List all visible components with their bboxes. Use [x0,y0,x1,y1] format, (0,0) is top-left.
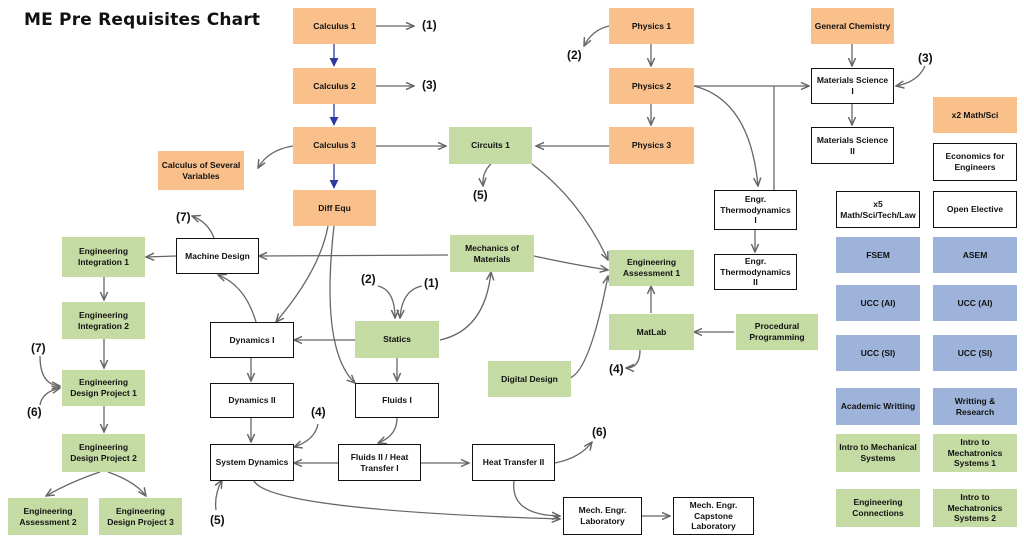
course-intro-mechatronics-systems-2[interactable]: Intro to Mechatronics Systems 2 [933,489,1017,527]
course-fsem[interactable]: FSEM [836,237,920,273]
note-statics-a: (2) [361,272,376,286]
course-asem[interactable]: ASEM [933,237,1017,273]
course-materials-science-2[interactable]: Materials Science II [811,127,894,164]
arrow-note1-statics [400,285,423,318]
course-physics-2[interactable]: Physics 2 [609,68,694,104]
arrow-mom-assess [533,255,608,270]
course-engineering-integration-2[interactable]: Engineering Integration 2 [62,302,145,339]
course-engr-thermodynamics-1[interactable]: Engr. Thermodynamics I [714,190,797,230]
note-matlab: (4) [609,362,624,376]
arrow-diffequ-fluids [329,225,355,383]
arrow-note4-sysdyn [294,423,319,447]
course-calculus-several-variables[interactable]: Calculus of Several Variables [158,151,244,190]
arrow-phys1-note [584,25,610,46]
course-engineering-design-project-3[interactable]: Engineering Design Project 3 [99,498,182,535]
note-system-dynamics-a: (4) [311,405,326,419]
course-engineering-assessment-1[interactable]: Engineering Assessment 1 [609,250,694,286]
arrow-note2-statics [377,285,395,318]
arrow-phys2-thermo [693,85,758,186]
arrow-note7-proj1 [39,355,60,386]
note-machine-design: (7) [176,210,191,224]
course-x2-math-sci[interactable]: x2 Math/Sci [933,97,1017,133]
arrow-proj2-proj3 [107,471,146,496]
course-materials-science-1[interactable]: Materials Science I [811,68,894,104]
arrow-proj2-assess2 [46,471,101,496]
arrow-sysdyn-lab [253,480,560,519]
course-mechanics-of-materials[interactable]: Mechanics of Materials [450,235,534,272]
course-fluids-1[interactable]: Fluids I [355,383,439,418]
course-ucc-ai-1[interactable]: UCC (AI) [836,285,920,321]
arrow-diffequ-dynamics [276,225,329,322]
arrow-note6-proj1 [39,388,60,406]
course-system-dynamics[interactable]: System Dynamics [210,444,294,481]
course-procedural-programming[interactable]: Procedural Programming [736,314,818,350]
note-materials-science: (3) [918,51,933,65]
course-engineering-design-project-2[interactable]: Engineering Design Project 2 [62,434,145,472]
note-calculus-1: (1) [422,18,437,32]
course-mech-engr-laboratory[interactable]: Mech. Engr. Laboratory [563,497,642,535]
course-statics[interactable]: Statics [355,321,439,358]
chart-title: ME Pre Requisites Chart [24,10,261,30]
course-engineering-design-project-1[interactable]: Engineering Design Project 1 [62,370,145,406]
course-calculus-1[interactable]: Calculus 1 [293,8,376,44]
course-fluids-2-heat-transfer-1[interactable]: Fluids II / Heat Transfer I [338,444,421,481]
course-engineering-integration-1[interactable]: Engineering Integration 1 [62,237,145,277]
course-mech-engr-capstone-laboratory[interactable]: Mech. Engr. Capstone Laboratory [673,497,754,535]
course-academic-writting[interactable]: Academic Writting [836,388,920,425]
course-dynamics-2[interactable]: Dynamics II [210,383,294,418]
arrow-digital-assess [569,276,608,379]
course-calculus-3[interactable]: Calculus 3 [293,127,376,164]
course-ucc-si-1[interactable]: UCC (SI) [836,335,920,371]
note-system-dynamics-b: (5) [210,513,225,527]
course-physics-3[interactable]: Physics 3 [609,127,694,164]
note-circuits: (5) [473,188,488,202]
note-design-project-1-b: (6) [27,405,42,419]
course-physics-1[interactable]: Physics 1 [609,8,694,44]
arrow-heat2-lab [513,480,560,516]
arrow-machine-integration [146,256,177,257]
arrow-mom-machine [259,255,449,256]
note-heat-transfer-2: (6) [592,425,607,439]
course-x5-math-sci-tech-law[interactable]: x5 Math/Sci/Tech/Law [836,191,920,228]
course-open-elective[interactable]: Open Elective [933,191,1017,228]
course-digital-design[interactable]: Digital Design [488,361,571,397]
arrow-statics-mom [439,272,491,341]
arrow-matsci-note [896,65,926,86]
arrow-circuits-note [483,163,492,186]
course-economics-for-engineers[interactable]: Economics for Engineers [933,143,1017,181]
note-design-project-1-a: (7) [31,341,46,355]
note-physics-1: (2) [567,48,582,62]
course-writting-research[interactable]: Writting & Research [933,388,1017,425]
arrow-calc3-several [258,145,294,168]
note-calculus-2: (3) [422,78,437,92]
course-heat-transfer-2[interactable]: Heat Transfer II [472,444,555,481]
course-diff-equ[interactable]: Diff Equ [293,190,376,226]
course-engr-thermodynamics-2[interactable]: Engr. Thermodynamics II [714,254,797,290]
course-intro-mechatronics-systems-1[interactable]: Intro to Mechatronics Systems 1 [933,434,1017,472]
course-engineering-assessment-2[interactable]: Engineering Assessment 2 [8,498,88,535]
course-matlab[interactable]: MatLab [609,314,694,350]
course-ucc-si-2[interactable]: UCC (SI) [933,335,1017,371]
course-dynamics-1[interactable]: Dynamics I [210,322,294,358]
arrow-circuits-assess [531,163,608,260]
course-engineering-connections[interactable]: Engineering Connections [836,489,920,527]
arrow-fluids1-fluids2 [378,417,398,443]
course-ucc-ai-2[interactable]: UCC (AI) [933,285,1017,321]
course-calculus-2[interactable]: Calculus 2 [293,68,376,104]
course-machine-design[interactable]: Machine Design [176,238,259,274]
arrow-machine-note [192,216,215,239]
course-general-chemistry[interactable]: General Chemistry [811,8,894,44]
course-intro-mechanical-systems[interactable]: Intro to Mechanical Systems [836,434,920,472]
course-circuits-1[interactable]: Circuits 1 [449,127,532,164]
arrow-note5-sysdyn [216,480,222,511]
arrow-matlab-note [626,349,641,368]
arrow-heat2-note [554,442,592,464]
arrow-dyn-machine [218,275,257,323]
note-statics-b: (1) [424,276,439,290]
